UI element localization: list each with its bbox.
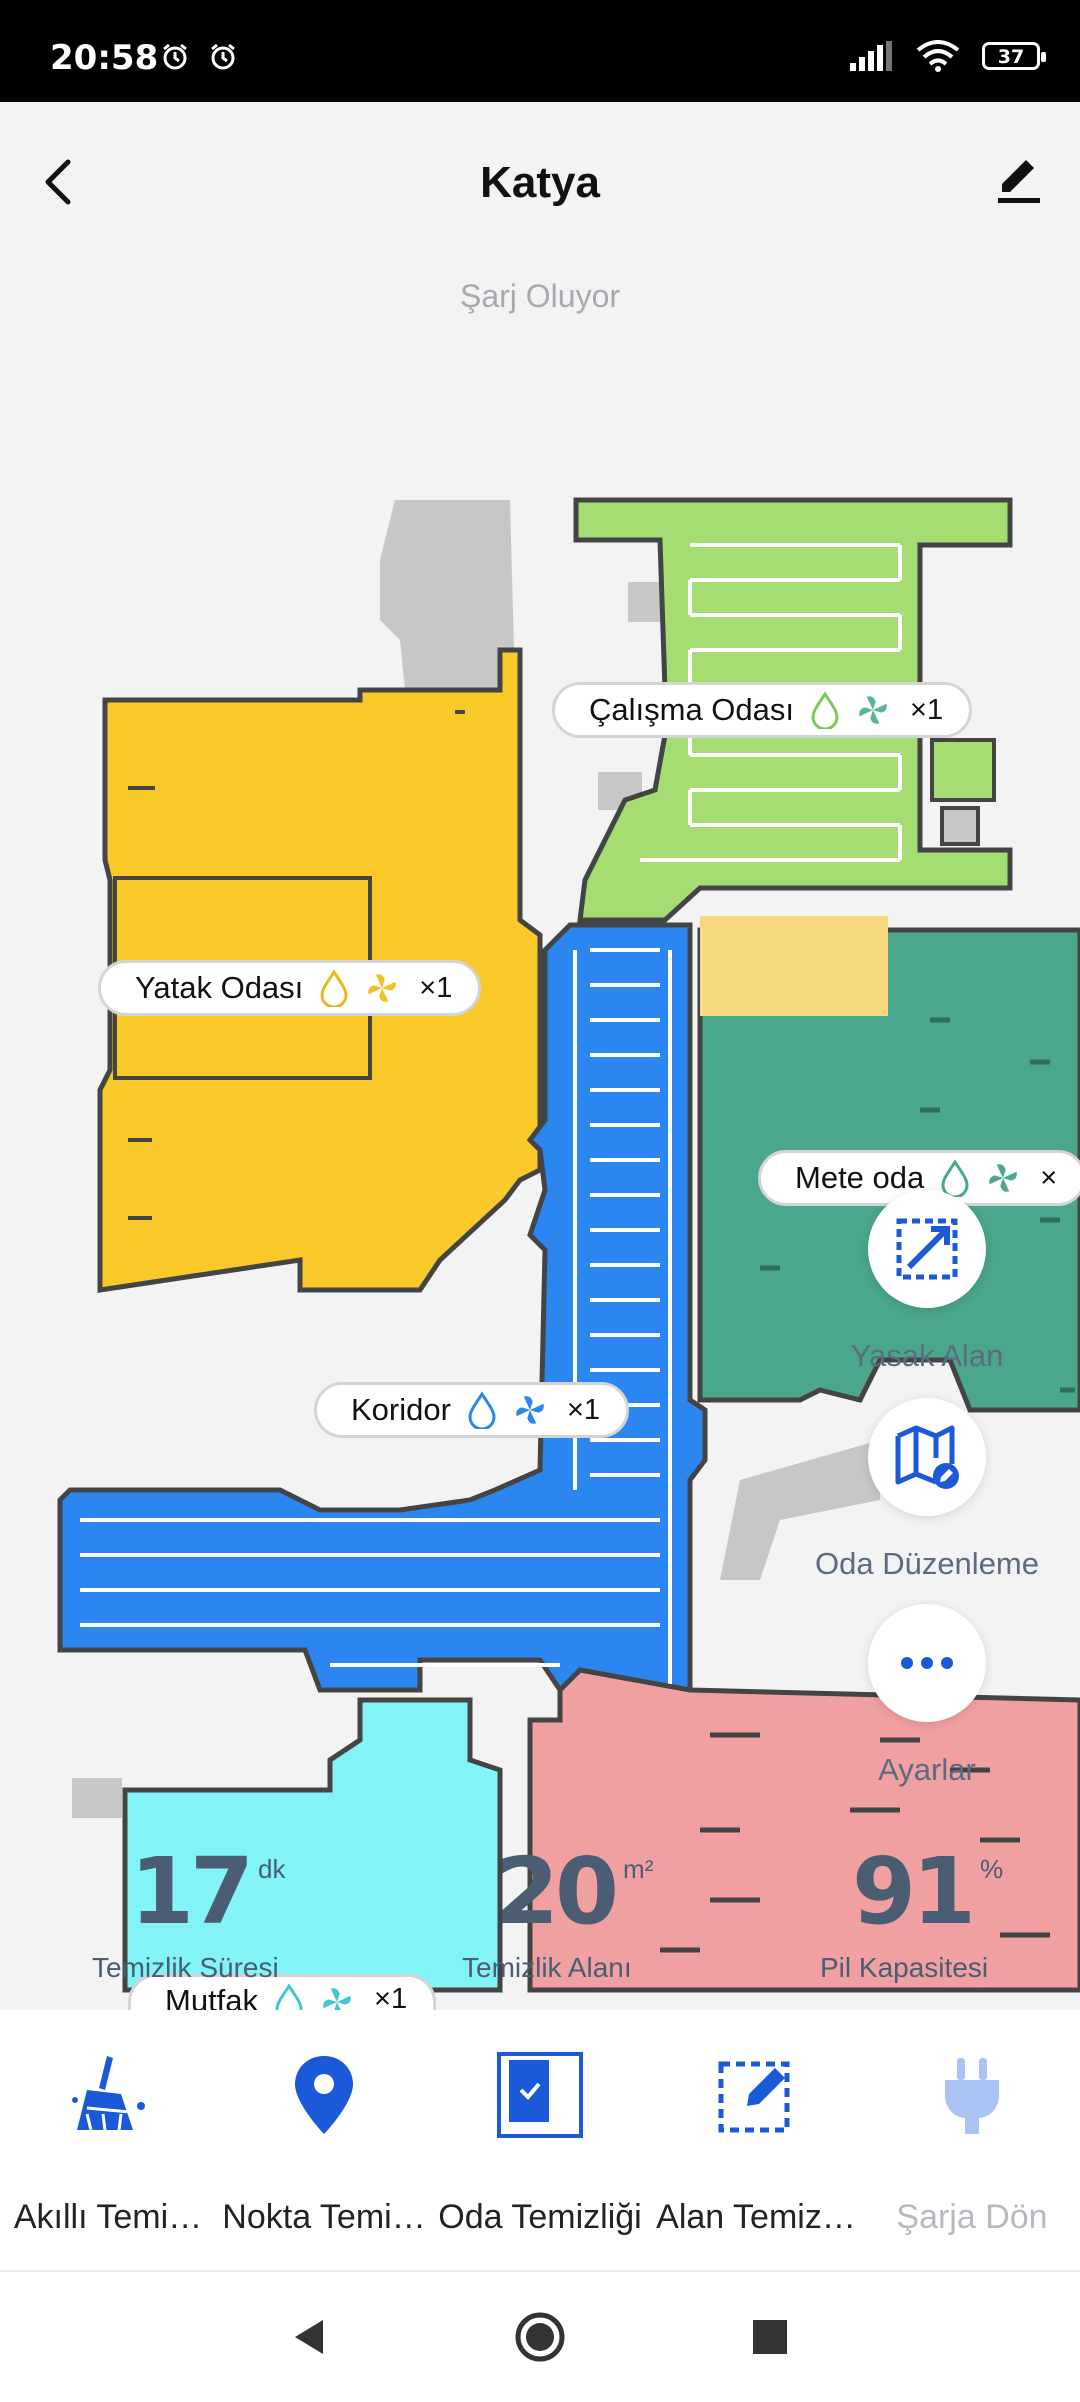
room-clean-label: Oda Temizliği	[438, 2198, 642, 2236]
room-pink	[527, 1667, 1080, 1993]
floor-map[interactable]: Çalışma Odası ×1 Yatak Odası ×1 Mete oda…	[0, 360, 1080, 2014]
stat-battery-unit: %	[980, 1854, 1004, 1884]
fan-icon	[516, 1396, 544, 1424]
room-partial	[700, 916, 888, 1016]
room-corridor	[57, 922, 708, 1693]
nav-home-icon[interactable]	[505, 2302, 575, 2372]
plug-icon	[945, 2058, 999, 2134]
no-go-zone-button[interactable]	[868, 1190, 986, 1308]
wall-marks	[128, 710, 465, 1220]
nav-back-icon[interactable]	[275, 2302, 345, 2372]
header: Katya	[0, 102, 1080, 262]
obstacle-area	[940, 806, 980, 846]
water-drop-icon	[468, 1391, 496, 1429]
map-canvas	[57, 497, 1080, 1993]
spot-clean-button[interactable]: Nokta Temi…	[216, 2010, 432, 2270]
location-pin-icon	[295, 2056, 353, 2134]
broom-icon	[72, 2056, 145, 2131]
water-drop-icon	[811, 691, 839, 729]
cleaning-path	[80, 948, 672, 1690]
spot-clean-label: Nokta Temi…	[222, 2198, 426, 2236]
battery-icon: 37	[982, 42, 1046, 70]
no-go-zone-label: Yasak Alan	[850, 1338, 1004, 1373]
status-bar: 20:58 37	[0, 0, 1080, 102]
alarm-icon	[211, 43, 235, 70]
back-arrow-icon[interactable]	[30, 152, 90, 212]
status-time: 20:58	[50, 38, 159, 78]
stat-cleaning-area-unit: m²	[623, 1854, 654, 1884]
obstacle-area	[720, 1440, 880, 1580]
battery-level: 37	[997, 46, 1025, 68]
stat-cleaning-time-label: Temizlik Süresi	[92, 1952, 279, 1983]
obstacle-area	[380, 500, 515, 690]
obstacle-area	[72, 1778, 122, 1818]
fan-icon	[859, 696, 887, 724]
map-edit-icon	[895, 1425, 959, 1489]
stat-battery: 91%	[852, 1838, 1003, 1945]
fan-icon	[323, 1988, 351, 2014]
stat-cleaning-time-value: 17	[130, 1838, 254, 1945]
settings-label: Ayarlar	[878, 1752, 976, 1787]
alarm-icon	[163, 43, 187, 70]
settings-button[interactable]	[868, 1604, 986, 1722]
room-label-kitchen[interactable]: Mutfak ×1	[128, 1974, 437, 2014]
stat-cleaning-area-label: Temizlik Alanı	[462, 1952, 632, 1983]
mode-toolbar: Akıllı Temi… Nokta Temi… Oda Temizliği A…	[0, 2010, 1080, 2270]
water-drop-icon	[275, 1983, 303, 2014]
wall-marks	[660, 1732, 1050, 1953]
zone-edit-icon	[718, 2061, 790, 2133]
room-icon	[497, 2052, 583, 2138]
fan-icon	[368, 974, 397, 1002]
water-drop-icon	[320, 969, 348, 1007]
stat-cleaning-time-unit: dk	[258, 1854, 286, 1884]
room-label-bedroom[interactable]: Yatak Odası ×1	[98, 960, 482, 1016]
page-title: Katya	[480, 158, 600, 207]
room-clean-button[interactable]: Oda Temizliği	[432, 2010, 648, 2270]
stat-battery-label: Pil Kapasitesi	[820, 1952, 989, 1983]
more-icon	[901, 1657, 953, 1669]
no-go-zone-icon	[896, 1218, 958, 1280]
wifi-icon	[916, 40, 960, 72]
stat-cleaning-area-value: 20	[495, 1838, 619, 1945]
stat-battery-value: 91	[852, 1838, 976, 1945]
zone-clean-button[interactable]: Alan Temiz…	[648, 2010, 864, 2270]
wall-marks	[760, 1017, 1075, 1393]
room-edit-label: Oda Düzenleme	[814, 1546, 1039, 1581]
room-label-study[interactable]: Çalışma Odası ×1	[552, 682, 973, 738]
return-dock-button[interactable]: Şarja Dön	[864, 2010, 1080, 2270]
zone-clean-label: Alan Temiz…	[656, 2198, 856, 2236]
water-drop-icon	[941, 1159, 969, 1197]
smart-clean-button[interactable]: Akıllı Temi…	[0, 2010, 216, 2270]
pencil-icon[interactable]	[988, 150, 1048, 210]
room-edit-button[interactable]	[868, 1398, 986, 1516]
fan-icon	[989, 1164, 1018, 1192]
signal-icon	[850, 41, 892, 71]
nav-recents-icon[interactable]	[735, 2302, 805, 2372]
room-study-nook	[930, 738, 996, 802]
system-nav-bar	[0, 2270, 1080, 2402]
smart-clean-label: Akıllı Temi…	[13, 2198, 203, 2236]
return-dock-label: Şarja Dön	[896, 2198, 1048, 2236]
device-status: Şarj Oluyor	[459, 278, 621, 314]
room-label-corridor[interactable]: Koridor ×1	[314, 1382, 630, 1438]
